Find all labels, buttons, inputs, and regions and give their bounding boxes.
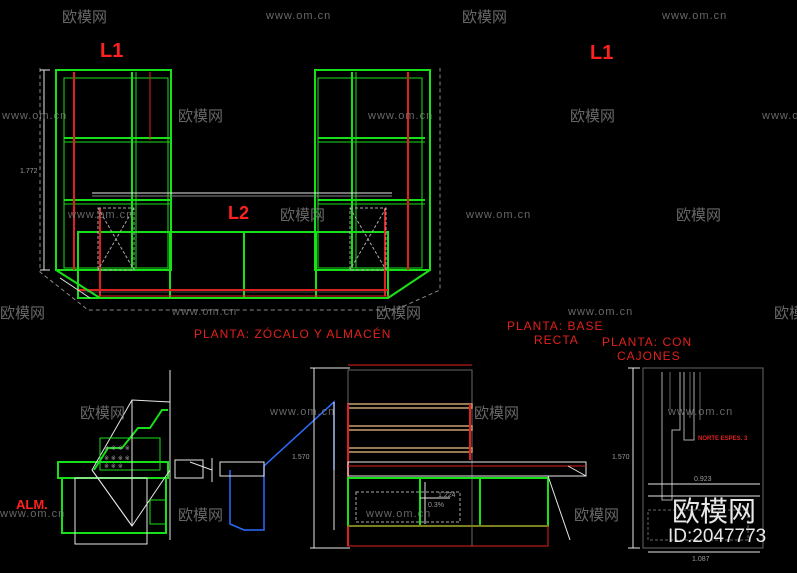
section-alm: ※ ※ ※ ※ ※ ※ ※ ※ ※ ※ ※	[57, 370, 213, 545]
svg-text:※ ※ ※: ※ ※ ※	[104, 463, 123, 470]
caption-plan-drawers-2: CAJONES	[617, 349, 681, 363]
watermark-url: www.om.cn	[368, 110, 434, 122]
watermark-brand: 欧模网	[178, 108, 224, 125]
watermark-url: www.om.cn	[0, 508, 66, 520]
dim-height-right: 1.570	[612, 454, 630, 461]
watermark-url: www.om.cn	[270, 406, 336, 418]
watermark-brand: 欧模网	[62, 9, 108, 26]
watermark-url: www.om.cn	[68, 209, 134, 221]
label-l2: L2	[228, 203, 250, 223]
watermark-brand: 欧模网	[376, 305, 422, 322]
caption-plan-base-straight-1: PLANTA: BASE	[507, 319, 604, 333]
brand-logo-text: 欧模网	[672, 496, 757, 527]
watermark-url: www.om.cn	[366, 508, 432, 520]
dim-height-mid: 1.570	[292, 454, 310, 461]
plan-view	[39, 68, 441, 311]
label-l1-right: L1	[590, 42, 614, 64]
watermark-url: www.om.cn	[668, 406, 734, 418]
watermark-brand: 欧模网	[676, 207, 722, 224]
watermark-brand: 欧模网	[0, 305, 46, 322]
caption-plan-base-straight-2: RECTA	[534, 333, 579, 347]
watermark-url: www.om.cn	[266, 10, 332, 22]
svg-text:※ ※ ※ ※: ※ ※ ※ ※	[104, 445, 130, 452]
watermark-brand: 欧模网	[574, 507, 620, 524]
watermark-brand: 欧模网	[178, 507, 224, 524]
watermark-brand: 欧模网	[280, 207, 326, 224]
watermark-url: www.om.cn	[2, 110, 68, 122]
section-middle	[219, 364, 587, 549]
watermark-url: www.om.cn	[662, 10, 728, 22]
dim-height-left: 1.772	[20, 168, 38, 175]
section-note: NORTE ESPES. 3	[698, 436, 748, 442]
watermark-brand: 欧模网	[80, 405, 126, 422]
label-l1-left: L1	[100, 40, 124, 62]
dim-a: 0.923	[694, 476, 712, 483]
watermark-brand: 欧模网	[570, 108, 616, 125]
label-alm: ALM.	[16, 497, 48, 512]
watermark-url: www.om.cn	[172, 306, 238, 318]
watermark-url: www.om.cn	[762, 110, 797, 122]
dim-width-right: 1.087	[692, 556, 710, 563]
svg-text:※ ※ ※ ※: ※ ※ ※ ※	[104, 455, 130, 462]
watermark-brand: 欧模网	[462, 9, 508, 26]
watermark-url: www.om.cn	[568, 306, 634, 318]
dim-b: 1.224	[438, 492, 456, 499]
section-right	[628, 367, 764, 553]
watermark-brand: 欧模网	[774, 305, 797, 322]
watermark-url: www.om.cn	[466, 209, 532, 221]
model-id: ID:2047773	[668, 526, 767, 547]
caption-plan-drawers-1: PLANTA: CON	[602, 335, 693, 349]
watermark-brand: 欧模网	[474, 405, 520, 422]
caption-plan-base-storage: PLANTA: ZÓCALO Y ALMACÉN	[194, 327, 392, 341]
dim-c: 0.3%	[428, 502, 444, 509]
